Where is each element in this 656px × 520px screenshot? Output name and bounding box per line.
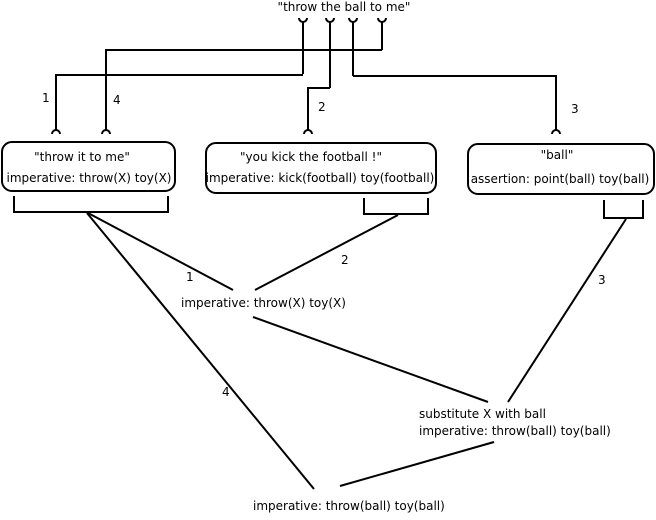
socket-top-4: [377, 17, 387, 23]
edge-box1-to-final: [86, 212, 315, 490]
box-1-frame: [1, 141, 176, 192]
edge-box1-to-merge: [87, 212, 234, 291]
socket-box3-link3: [551, 129, 561, 135]
label-top-2: 2: [318, 100, 326, 114]
box-1-meaning: imperative: throw(X) toy(X): [7, 171, 172, 185]
example-box-2: "you kick the football !" imperative: ki…: [205, 142, 437, 194]
edge-box2-to-merge: [254, 214, 399, 291]
label-low-3: 3: [598, 273, 606, 287]
box-1-quote: "throw it to me": [34, 150, 130, 164]
box-3-bracket: [603, 200, 644, 219]
node-substitute-line1: substitute X with ball: [419, 407, 546, 421]
box-3-frame: [467, 143, 655, 195]
socket-box2-link2: [303, 129, 313, 135]
top-sockets: [298, 17, 387, 23]
node-substitute-line2: imperative: throw(ball) toy(ball): [419, 424, 611, 438]
edge-box3-to-substitute: [507, 218, 627, 403]
socket-box1-link1: [51, 129, 61, 135]
top-utterance: "throw the ball to me": [278, 0, 411, 14]
example-box-3: "ball" assertion: point(ball) toy(ball): [467, 143, 655, 195]
socket-box1-link4: [101, 129, 111, 135]
label-top-3: 3: [571, 102, 579, 116]
edge-merge-to-substitute: [252, 316, 489, 403]
label-top-4: 4: [113, 93, 121, 107]
label-low-2: 2: [341, 253, 349, 267]
box-2-quote: "you kick the football !": [240, 150, 382, 164]
box-1-bracket: [13, 196, 169, 213]
label-low-1: 1: [186, 270, 194, 284]
edge-substitute-to-final: [339, 441, 495, 487]
socket-top-3: [348, 17, 358, 23]
socket-top-2: [325, 17, 335, 23]
wire-link-1: [55, 74, 303, 130]
label-low-4: 4: [222, 385, 230, 399]
box-2-bracket: [363, 198, 429, 215]
node-merge-12: imperative: throw(X) toy(X): [181, 296, 346, 310]
socket-top-1: [298, 17, 308, 23]
box-3-quote: "ball": [541, 148, 574, 162]
box-2-frame: [205, 142, 437, 194]
box-3-meaning: assertion: point(ball) toy(ball): [471, 172, 650, 186]
label-top-1: 1: [42, 91, 50, 105]
wire-link-3: [353, 75, 557, 130]
node-final: imperative: throw(ball) toy(ball): [253, 499, 445, 513]
box-2-meaning: imperative: kick(football) toy(football): [206, 171, 435, 185]
example-box-1: "throw it to me" imperative: throw(X) to…: [1, 141, 176, 192]
wire-link-2: [307, 87, 330, 130]
wire-link-4: [105, 49, 382, 130]
